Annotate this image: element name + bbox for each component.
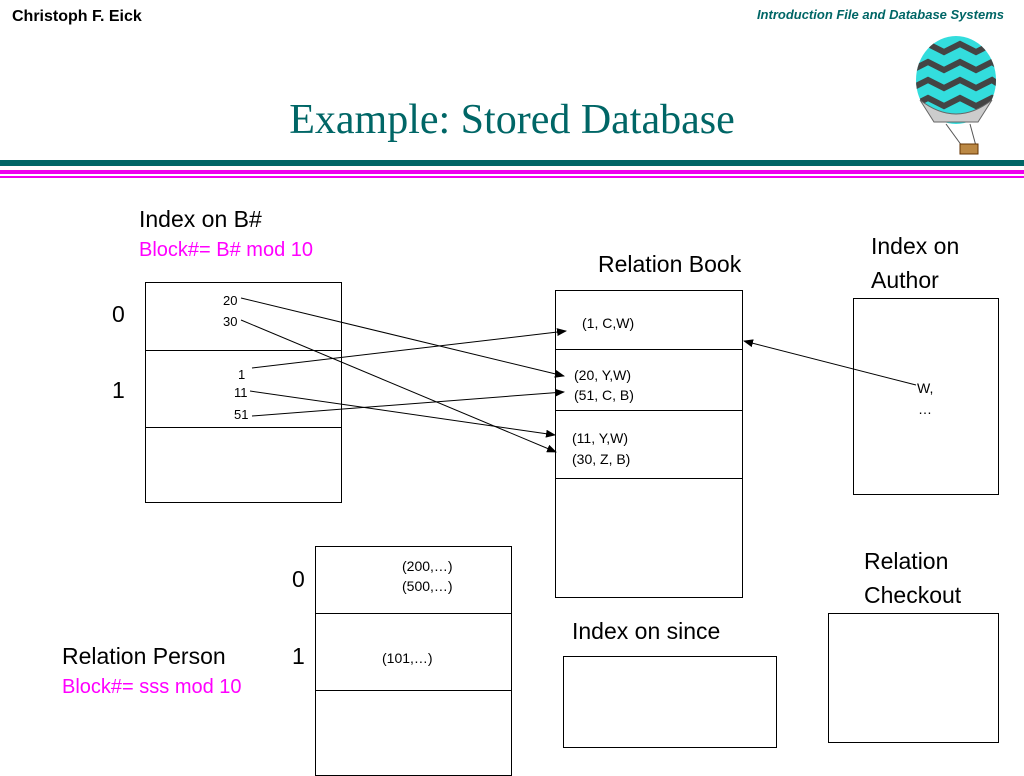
- checkout-label-line2: Checkout: [864, 582, 962, 608]
- index-b-formula: Block#= B# mod 10: [139, 239, 313, 261]
- checkout-label-line1: Relation: [864, 548, 949, 574]
- index-entry: 51: [234, 407, 249, 422]
- book-record: (30, Z, B): [572, 451, 631, 467]
- index-since-label: Index on since: [572, 618, 721, 644]
- person-divider: [315, 690, 512, 691]
- person-bucket-1: 1: [292, 643, 305, 669]
- person-label: Relation Person: [62, 643, 226, 669]
- checkout-box: [828, 613, 999, 743]
- divider-teal: [0, 160, 1024, 166]
- book-record: (11, Y,W): [572, 430, 629, 446]
- index-b-label: Index on B#: [139, 206, 262, 232]
- index-since-box: [563, 656, 777, 748]
- course-title: Introduction File and Database Systems: [756, 7, 1004, 22]
- index-entry: 1: [238, 367, 246, 382]
- book-record: (51, C, B): [574, 387, 634, 403]
- book-divider: [555, 478, 743, 479]
- person-divider: [315, 613, 512, 614]
- person-formula: Block#= sss mod 10: [62, 676, 242, 698]
- index-b-bucket-0: 0: [112, 301, 125, 327]
- index-b-divider: [145, 427, 342, 428]
- divider-magenta-thin: [0, 176, 1024, 178]
- book-divider: [555, 349, 743, 350]
- person-record: (200,…): [402, 558, 453, 574]
- person-record: (500,…): [402, 578, 453, 594]
- author-name: Christoph F. Eick: [12, 8, 142, 25]
- book-record: (1, C,W): [582, 315, 635, 331]
- index-author-box: [853, 298, 999, 495]
- page-title: Example: Stored Database: [289, 97, 735, 143]
- index-author-entry: W,: [917, 380, 934, 396]
- index-author-entry: …: [918, 401, 932, 417]
- index-author-label-line2: Author: [871, 267, 939, 293]
- index-b-bucket-1: 1: [112, 377, 125, 403]
- book-record: (20, Y,W): [574, 367, 632, 383]
- index-entry: 11: [234, 385, 248, 400]
- person-record: (101,…): [382, 650, 433, 666]
- index-entry: 30: [223, 314, 238, 329]
- index-entry: 20: [223, 293, 238, 308]
- index-author-label-line1: Index on: [871, 233, 960, 259]
- book-label: Relation Book: [598, 251, 742, 277]
- book-divider: [555, 410, 743, 411]
- index-b-divider: [145, 350, 342, 351]
- divider-magenta: [0, 170, 1024, 174]
- person-bucket-0: 0: [292, 566, 305, 592]
